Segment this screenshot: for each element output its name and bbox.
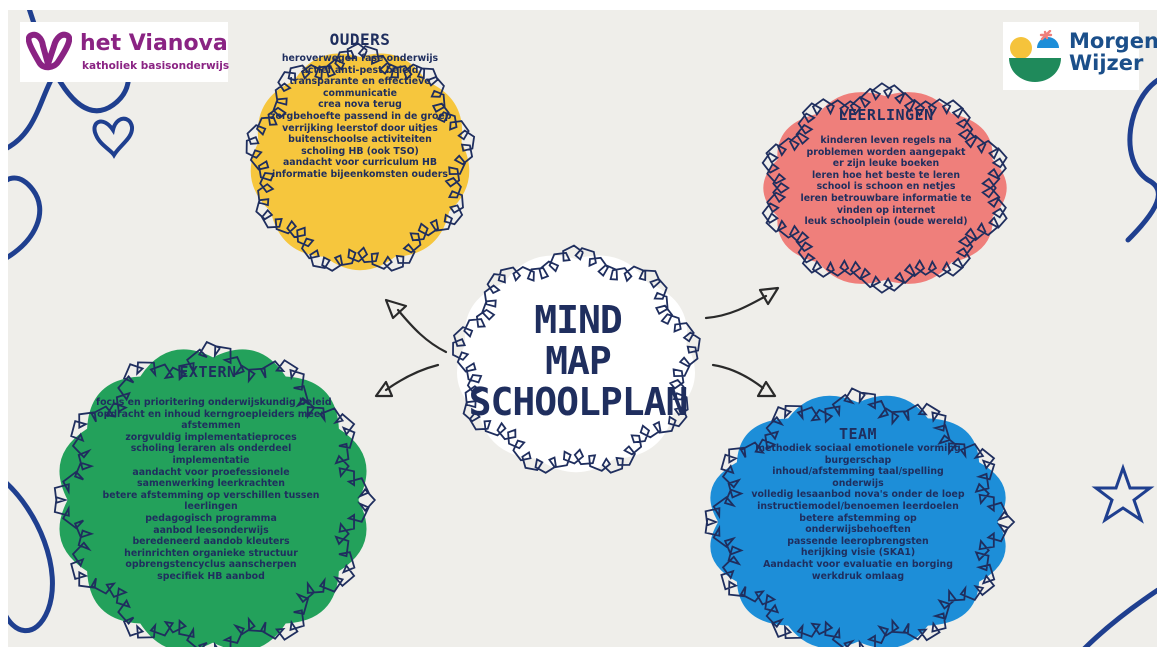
arrow-to-leerlingen: [704, 286, 780, 320]
leerlingen-cloud-outline: [761, 82, 1008, 294]
extern-title: EXTERN: [179, 363, 237, 381]
decorative-star-icon: [1091, 463, 1155, 524]
center-title-line: SCHOOLPLAN: [468, 380, 689, 424]
team-item: werkdruk omlaag: [811, 570, 905, 582]
ouders-item: heroverwegen fase onderwijs: [281, 53, 439, 64]
vianova-v-icon: [26, 31, 72, 71]
ouders-item: zorgbehoefte passend in de groep: [270, 110, 452, 122]
extern-cloud-outline: [53, 340, 377, 647]
mind-map-graphics: [8, 10, 1157, 647]
team-item: volledig lesaanbod nova's onder de loep: [751, 489, 965, 501]
decorative-swirl-bottom-left: [8, 481, 55, 634]
leerlingen-items: kinderen leven regels na problemen worde…: [786, 135, 986, 228]
center-title-line: MAP: [545, 339, 612, 383]
extern-item: afstemmen: [181, 420, 241, 432]
team-cloud: [704, 387, 1016, 647]
center-cloud-outline: [452, 244, 701, 474]
ouders-cloud: [245, 42, 476, 272]
team-item: instructiemodel/benoemen leerdoelen: [757, 500, 959, 512]
arrow-to-team: [711, 363, 777, 398]
morgenwijzer-line1: Morgen: [1069, 29, 1157, 53]
leerlingen-item: leren hoe het beste te leren: [811, 169, 961, 181]
leerlingen-cloud-shape: [763, 92, 1007, 284]
decorative-swirl-left-edge: [8, 175, 43, 260]
team-item: onderwijsbehoeften: [805, 524, 911, 536]
morgenwijzer-logo: Morgen Wijzer: [1003, 22, 1157, 90]
team-item: burgerschap: [824, 454, 892, 466]
extern-item: implementatie: [172, 454, 250, 466]
team-cloud-outline: [704, 387, 1016, 647]
decorative-heart-icon: [92, 116, 134, 159]
vianova-brand: het Vianova: [80, 31, 228, 56]
extern-item: beredeneerd aandob kleuters: [132, 536, 290, 548]
ouders-item: transparante en effectieve: [289, 76, 431, 88]
ouders-item: crea nova terug: [318, 99, 402, 111]
team-items: methodiek sociaal emotionele vorming bur…: [748, 443, 968, 582]
leerlingen-item: school is schoon en netjes: [816, 181, 956, 193]
extern-item: aandacht voor proefessionele: [132, 466, 290, 478]
team-item: onderwijs: [832, 477, 884, 489]
extern-item: aanbod leesonderwijs: [153, 524, 269, 536]
team-item: herijking visie (SKA1): [800, 547, 916, 559]
decorative-swirl-bottom-right: [1082, 587, 1157, 647]
extern-item: herinrichten organieke structuur: [124, 547, 298, 559]
ouders-title: OUDERS: [329, 30, 391, 49]
extern-item: leerlingen: [184, 501, 238, 513]
extern-item: betere afstemming op verschillen tussen: [102, 489, 320, 501]
leerlingen-item: leuk schoolplein (oude wereld): [804, 216, 968, 228]
arrow-to-extern: [374, 363, 440, 398]
extern-item: focus en prioritering onderwijskundig be…: [96, 397, 332, 408]
extern-item: zorgvuldig implementatieproces: [125, 431, 297, 443]
team-item: inhoud/afstemming taal/spelling: [772, 466, 944, 478]
extern-item: opdracht en inhoud kerngroepleiders meer: [97, 408, 325, 420]
extern-cloud: [53, 340, 377, 647]
team-item: Aandacht voor evaluatie en borging: [763, 558, 953, 570]
ouders-item: informatie bijeenkomsten ouders: [272, 168, 448, 180]
leerlingen-item: problemen worden aangepakt: [806, 146, 966, 158]
ouders-cloud-outline: [245, 42, 476, 272]
team-cloud-shape: [710, 395, 1006, 647]
leerlingen-title: LEERLINGEN: [838, 106, 934, 124]
team-item: betere afstemming op: [799, 512, 917, 524]
leerlingen-item: kinderen leven regels na: [820, 135, 952, 146]
extern-cloud-shape: [59, 349, 367, 647]
center-title-line: MIND: [534, 298, 623, 342]
extern-item: scholing leraren als onderdeel: [130, 443, 292, 455]
morgenwijzer-sun-hill-icon: [1009, 30, 1061, 82]
decorative-swirl-right-edge: [1125, 77, 1157, 243]
ouders-item: buitenschoolse activiteiten: [288, 134, 432, 146]
ouders-item: aandacht voor curriculum HB: [282, 157, 438, 169]
center-cloud-shape: [457, 255, 695, 473]
extern-items: focus en prioritering onderwijskundig be…: [96, 397, 332, 583]
extern-item: samenwerking leerkrachten: [137, 478, 285, 490]
vianova-tagline: katholiek basisonderwijs: [82, 60, 230, 72]
vianova-logo: het Vianova katholiek basisonderwijs: [20, 22, 230, 82]
ouders-cloud-shape: [250, 53, 470, 271]
extern-item: opbrengstencyclus aanscherpen: [125, 559, 297, 571]
morgenwijzer-wordmark: Morgen Wijzer: [1069, 30, 1157, 74]
ouders-item: communicatie: [322, 87, 398, 99]
ouders-items: heroverwegen fase onderwijs actief anti-…: [270, 53, 452, 181]
mind-map-canvas: het Vianova katholiek basisonderwijs Mor…: [8, 10, 1157, 647]
morgenwijzer-line2: Wijzer: [1069, 51, 1144, 75]
team-item: methodiek sociaal emotionele vorming: [755, 443, 961, 454]
ouders-item: scholing HB (ook TSO): [301, 145, 419, 157]
extern-item: specifiek HB aanbod: [157, 570, 265, 582]
ouders-item: actief anti-pest beleid: [301, 64, 419, 76]
leerlingen-item: leren betrouwbare informatie te: [800, 192, 972, 204]
ouders-item: verrijking leerstof door uitjes: [282, 122, 438, 134]
center-title: MIND MAP SCHOOLPLAN: [448, 300, 708, 423]
leerlingen-cloud: [761, 82, 1008, 294]
leerlingen-item: er zijn leuke boeken: [832, 158, 940, 170]
center-cloud: [452, 244, 701, 474]
team-item: passende leeropbrengsten: [787, 535, 929, 547]
extern-item: pedagogisch programma: [145, 512, 277, 524]
leerlingen-item: vinden op internet: [836, 204, 936, 216]
team-title: TEAM: [838, 425, 878, 443]
arrow-to-ouders: [384, 298, 448, 354]
